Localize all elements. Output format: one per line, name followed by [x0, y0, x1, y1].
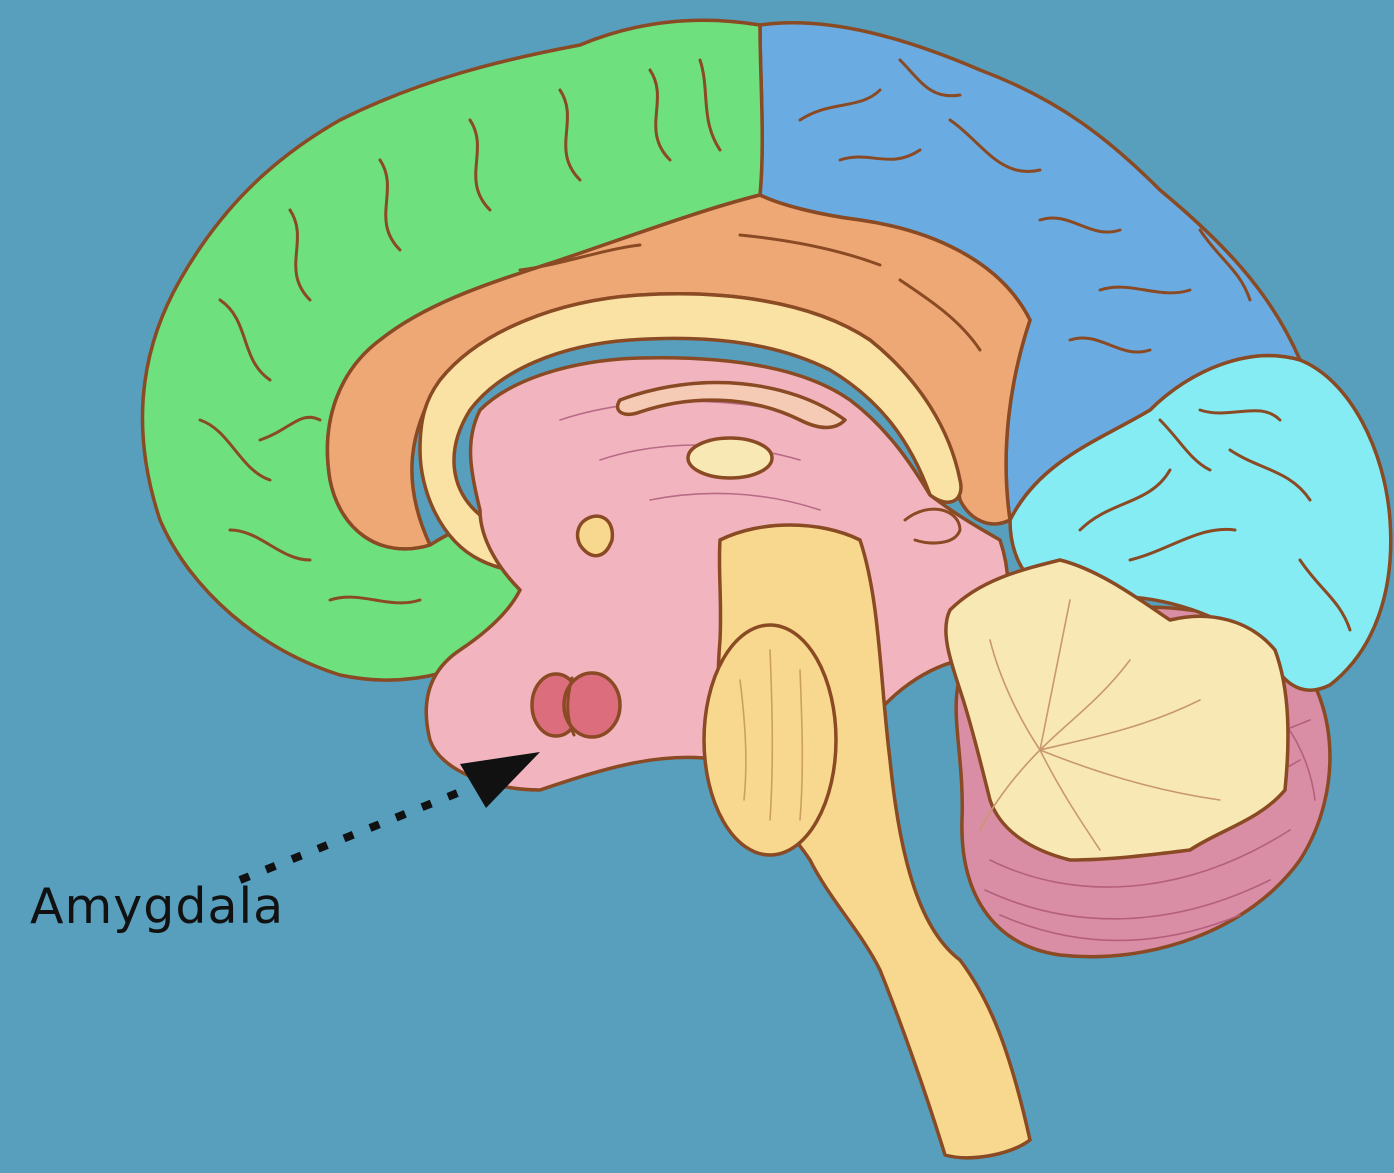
thalamus [688, 438, 772, 478]
arrow-pointer [240, 752, 540, 880]
hypothalamus-stalk [578, 516, 613, 556]
amygdala [532, 673, 620, 737]
amygdala-label: Amygdala [30, 878, 284, 935]
